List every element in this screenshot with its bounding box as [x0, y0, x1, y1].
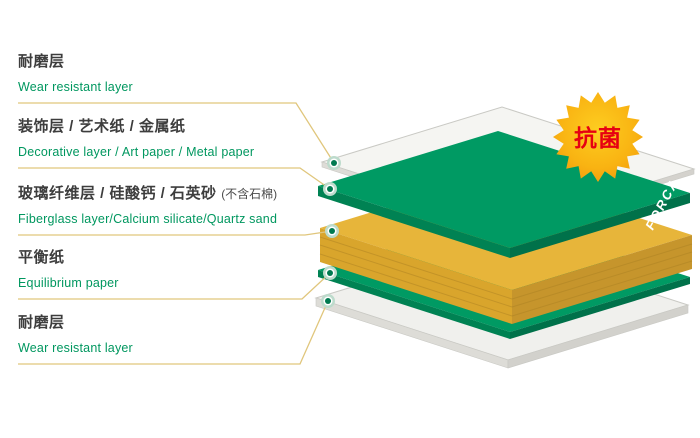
label-wear-top: 耐磨层 Wear resistant layer [18, 52, 323, 95]
leader-dots [321, 156, 341, 308]
leader-line [18, 300, 329, 365]
label-en: Equilibrium paper [18, 276, 119, 290]
badge-label: 抗菌 [574, 125, 622, 151]
label-zh: 玻璃纤维层 / 硅酸钙 / 石英砂 (不含石棉) [18, 184, 323, 204]
leader-line [18, 102, 335, 164]
core-lamination-lines [319, 236, 693, 317]
label-zh: 耐磨层 [18, 314, 65, 331]
leader-line [18, 167, 331, 190]
label-en: Decorative layer / Art paper / Metal pap… [18, 145, 255, 159]
label-zh: 平衡纸 [18, 249, 65, 266]
label-zh: 耐磨层 [18, 53, 65, 70]
leader-lines [18, 102, 335, 365]
leader-dot [323, 182, 337, 196]
label-decorative: 装饰层 / 艺术纸 / 金属纸 Decorative layer / Art p… [18, 117, 323, 160]
leader-line [18, 230, 333, 236]
leader-dot [327, 156, 341, 170]
leader-dot [325, 224, 339, 238]
label-wear-bottom: 耐磨层 Wear resistant layer [18, 313, 323, 356]
label-zh: 装饰层 / 艺术纸 / 金属纸 [18, 118, 186, 135]
label-zh-main: 玻璃纤维层 / 硅酸钙 / 石英砂 [18, 185, 217, 202]
label-core: 玻璃纤维层 / 硅酸钙 / 石英砂 (不含石棉) Fiberglass laye… [18, 184, 323, 227]
antibacterial-badge: 抗菌 [553, 92, 643, 182]
label-en: Fiberglass layer/Calcium silicate/Quartz… [18, 212, 278, 226]
leader-dot [321, 294, 335, 308]
starburst-icon [553, 92, 643, 182]
label-en: Wear resistant layer [18, 341, 133, 355]
label-zh-note: (不含石棉) [221, 187, 278, 201]
label-en: Wear resistant layer [18, 80, 133, 94]
label-equilibrium: 平衡纸 Equilibrium paper [18, 248, 323, 291]
leader-dot [323, 266, 337, 280]
leader-line [18, 272, 331, 300]
